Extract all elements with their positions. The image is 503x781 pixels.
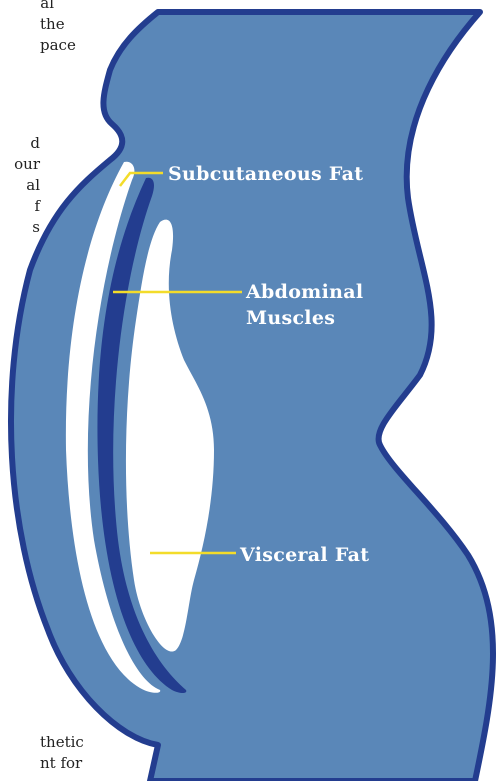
abdominal-label-line1: Abdominal bbox=[245, 281, 363, 303]
subcutaneous-fat-label: Subcutaneous Fat bbox=[168, 163, 363, 185]
visceral-fat-label: Visceral Fat bbox=[239, 544, 369, 566]
abdominal-label-line2: Muscles bbox=[246, 307, 335, 329]
